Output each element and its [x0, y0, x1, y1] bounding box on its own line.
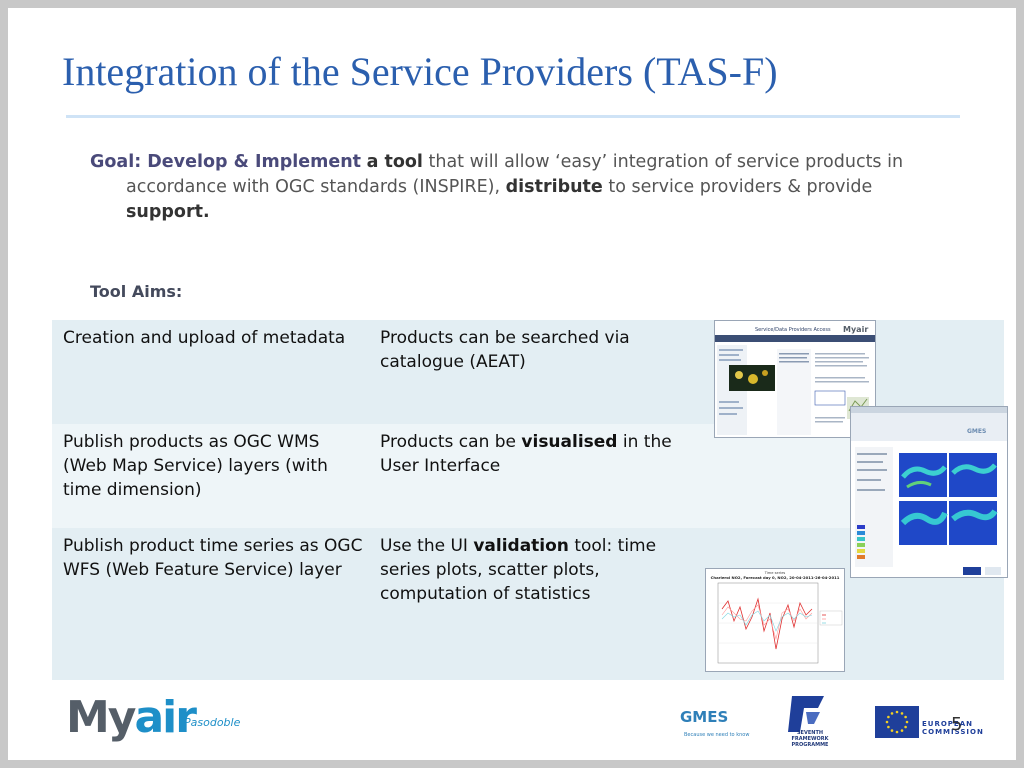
goal-distribute: distribute — [505, 177, 603, 197]
map-viewer-graphic: GMES — [851, 407, 1007, 575]
chart-small-label: Time series — [764, 571, 786, 575]
fp7-label: SEVENTH FRAMEWORK PROGRAMME — [791, 730, 829, 748]
table-row: Publish products as OGC WMS (Web Map Ser… — [52, 424, 1004, 528]
time-series-screenshot: Time series Charleroi NO2, Forecast day … — [705, 568, 845, 672]
time-series-graphic: Time series Charleroi NO2, Forecast day … — [711, 571, 843, 664]
cell-text: tool: time series plots, scatter plots, … — [380, 536, 657, 604]
goal-paragraph: Goal: Develop & Implement a tool that wi… — [90, 150, 926, 225]
catalogue-screenshot: Service/Data Providers Access Myair — [714, 320, 876, 438]
cell-text: Products can be searched via catalogue (… — [380, 328, 630, 372]
title-divider — [66, 115, 960, 118]
gmes-tagline: Because we need to know — [684, 732, 750, 738]
screenshot-header: Service/Data Providers Access — [755, 327, 831, 333]
european-commission-label: EUROPEAN COMMISSION — [922, 720, 984, 736]
eu-line-1: EUROPEAN — [922, 720, 973, 728]
goal-support: support. — [126, 202, 210, 222]
table-cell-benefit: Use the UI validation tool: time series … — [380, 534, 680, 606]
page-number: 5 — [951, 714, 963, 735]
logo-my-text: My — [66, 692, 136, 743]
table-cell-aim: Publish products as OGC WMS (Web Map Ser… — [63, 432, 328, 500]
table-cell-benefit: Products can be visualised in the User I… — [380, 430, 680, 478]
screenshot-brand: Myair — [843, 325, 868, 334]
eu-line-2: COMMISSION — [922, 728, 984, 736]
table-cell-aim: Publish product time series as OGC WFS (… — [63, 536, 363, 580]
screenshot-brand: GMES — [967, 428, 986, 435]
cell-text: Use the UI — [380, 536, 468, 556]
goal-a-tool: a tool — [366, 152, 423, 172]
goal-text-1: that will allow ‘easy’ integration of se… — [126, 152, 904, 197]
slide-title: Integration of the Service Providers (TA… — [62, 49, 778, 94]
cell-text: in the User Interface — [380, 432, 672, 476]
goal-label: Goal: Develop & Implement — [90, 152, 362, 172]
footer: Myair Pasodoble GMES Because we need to … — [8, 680, 1016, 760]
table-cell-benefit: Products can be searched via catalogue (… — [380, 326, 680, 374]
cell-bold-text: visualised — [521, 432, 618, 452]
chart-title: Charleroi NO2, Forecast day 0, NO2, 20-0… — [711, 575, 840, 580]
table-cell-aim: Creation and upload of metadata — [63, 328, 346, 348]
map-viewer-screenshot: GMES — [850, 406, 1008, 578]
eu-flag-icon — [875, 706, 919, 738]
slide: Integration of the Service Providers (TA… — [8, 8, 1016, 760]
gmes-logo: GMES — [680, 708, 729, 726]
cell-bold-text: validation — [473, 536, 569, 556]
fp7-logo-icon — [788, 696, 824, 732]
myair-logo: Myair — [66, 692, 197, 743]
pasodoble-label: Pasodoble — [184, 716, 241, 729]
cell-text: Products can be — [380, 432, 516, 452]
tool-aims-heading: Tool Aims: — [90, 282, 183, 301]
goal-text-2: to service providers & provide — [608, 177, 873, 197]
logo-air-text: air — [134, 692, 197, 743]
catalogue-screenshot-graphic: Service/Data Providers Access Myair — [715, 321, 875, 435]
table-row: Publish product time series as OGC WFS (… — [52, 528, 1004, 680]
